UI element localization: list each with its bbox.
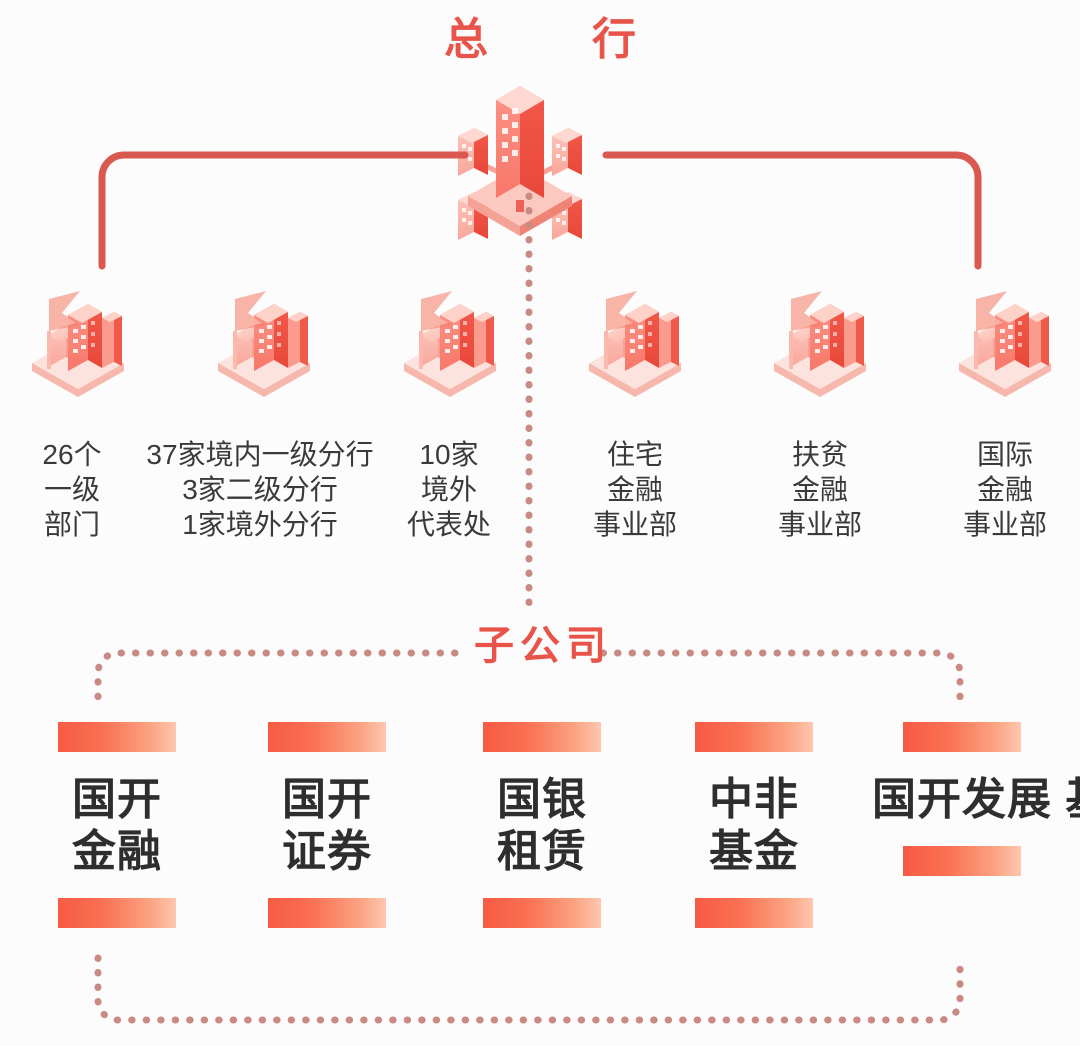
subsidiary-top-bar	[483, 722, 601, 752]
subsidiary-top-bar	[58, 722, 176, 752]
branch-label-departments: 26个 一级 部门	[42, 439, 102, 540]
connector-right-bracket	[602, 151, 982, 270]
subsidiary-bottom-bar	[695, 898, 813, 928]
branch-label-overseas-offices: 10家 境外 代表处	[406, 439, 491, 540]
branch-icon-departments	[32, 291, 124, 397]
subsidiary-label: 国银 租赁	[497, 775, 587, 876]
branch-icon-poverty-relief	[774, 291, 866, 397]
head-office-icon	[458, 86, 582, 240]
branch-icon-housing-finance	[589, 291, 681, 397]
subsidiary-top-bar	[268, 722, 386, 752]
branch-label-poverty-relief: 扶贫 金融 事业部	[777, 439, 862, 540]
subsidiary-label: 国开 金融	[72, 775, 162, 876]
subsidiary-bottom-bar	[268, 898, 386, 928]
branch-label-international: 国际 金融 事业部	[962, 439, 1047, 540]
subsidiary-bottom-bar	[903, 846, 1021, 876]
subsidiaries-section-title: 子公司	[474, 624, 612, 668]
head-office-title: 总 行	[444, 15, 666, 64]
subsidiary-card-cdb-leasing[interactable]: 国银 租赁	[483, 722, 601, 928]
connector-subsidiary-bottom-bracket	[94, 954, 964, 1024]
subsidiary-card-cdb-securities[interactable]: 国开 证券	[268, 722, 386, 928]
branch-icon-international	[959, 291, 1051, 397]
subsidiary-card-cdb-development-fund[interactable]: 国开发展 基金	[872, 722, 1080, 876]
subsidiary-label: 国开 证券	[282, 775, 372, 876]
branch-icon-overseas-offices	[404, 291, 496, 397]
subsidiary-label: 国开发展 基金	[872, 775, 1080, 824]
subsidiary-top-bar	[695, 722, 813, 752]
subsidiary-bottom-bar	[58, 898, 176, 928]
branch-label-domestic-branches: 37家境内一级分行 3家二级分行 1家境外分行	[146, 439, 374, 540]
subsidiary-bottom-bar	[483, 898, 601, 928]
subsidiary-card-china-africa-fund[interactable]: 中非 基金	[695, 722, 813, 928]
branch-label-housing-finance: 住宅 金融 事业部	[592, 439, 677, 540]
connector-left-bracket	[98, 151, 469, 270]
branch-icon-domestic-branches	[218, 291, 310, 397]
subsidiary-label: 中非 基金	[709, 775, 799, 876]
subsidiary-top-bar	[903, 722, 1021, 752]
subsidiary-card-cdb-capital[interactable]: 国开 金融	[58, 722, 176, 928]
branch-labels-row: 26个 一级 部门 37家境内一级分行 3家二级分行 1家境外分行 10家 境外…	[0, 437, 1080, 547]
